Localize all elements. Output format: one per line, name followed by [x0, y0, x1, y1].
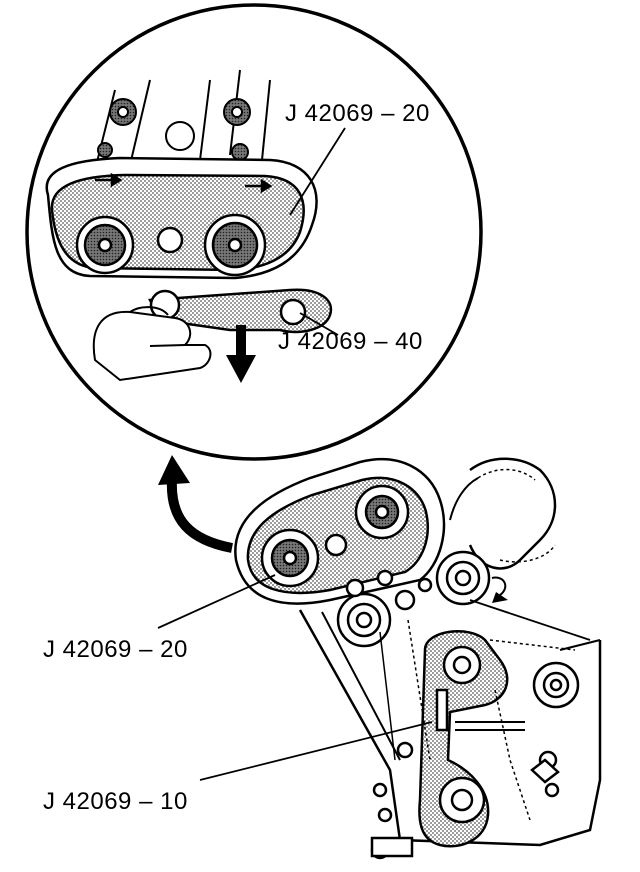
callout-top-part: J 42069 – 20 [285, 100, 430, 127]
pull-down-arrow [226, 325, 256, 383]
leader-top [289, 127, 346, 216]
camshaft-sprockets [75, 213, 267, 277]
engine-front-view [234, 457, 602, 860]
callout-left-part-1: J 42069 – 20 [43, 636, 188, 663]
leader-right [469, 599, 591, 641]
callout-mid-part: J 42069 – 40 [278, 328, 423, 355]
tensioner-wrench [148, 288, 333, 334]
callout-left-part-2: J 42069 – 10 [43, 788, 188, 815]
cover-bolts [97, 98, 251, 161]
hand [92, 306, 212, 382]
leader-left2 [199, 721, 433, 781]
leader-mid [299, 312, 339, 336]
leader-left1 [157, 574, 276, 629]
magnified-inset [25, 3, 483, 461]
magnify-arrow [158, 455, 233, 553]
